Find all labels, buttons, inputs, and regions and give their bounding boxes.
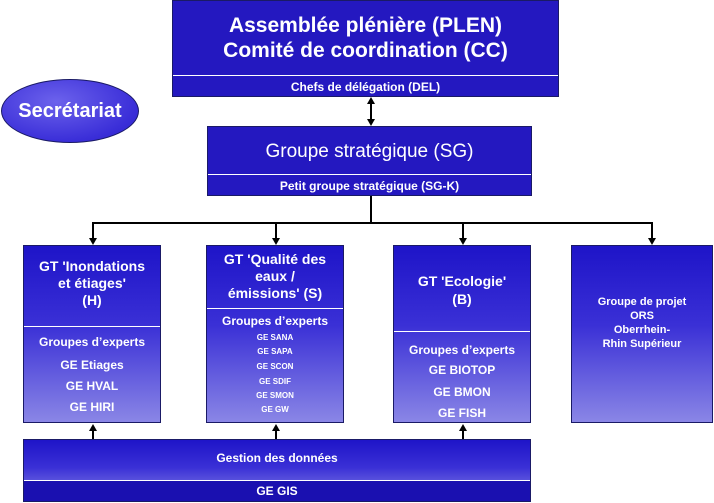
horizontal-bus (92, 222, 653, 224)
gt-b-experts-label: Groupes d’experts (408, 343, 516, 357)
gt-h-item: GE HIRI (69, 400, 115, 414)
arrow-up-icon (459, 424, 467, 431)
gt-s-item: GE SMON (256, 391, 294, 400)
plenary-title: Assemblée plénière (PLEN) (228, 14, 503, 37)
gt-s-item: GE GW (261, 405, 289, 414)
coordination-committee-title: Comité de coordination (CC) (223, 39, 508, 62)
plenary-assembly-box: Assemblée plénière (PLEN) Comité de coor… (172, 0, 559, 97)
ors-line: ORS (630, 310, 654, 322)
gt-b-item: GE FISH (437, 406, 486, 420)
gt-h-item: GE Etiages (60, 358, 124, 372)
arrow-up-icon (272, 424, 280, 431)
gt-b-item: GE BMON (433, 385, 491, 399)
project-group-ors-box: Groupe de projet ORS Oberrhein- Rhin Sup… (571, 245, 713, 423)
ors-line: Rhin Supérieur (602, 338, 682, 350)
gt-s-item: GE SAPA (257, 347, 293, 356)
arrow-down-icon (272, 238, 280, 245)
ge-gis-label: GE GIS (256, 484, 298, 498)
gt-h-item: GE HVAL (65, 379, 119, 393)
arrow-down-icon (367, 119, 375, 126)
gt-b-item: GE BIOTOP (428, 363, 496, 377)
arrow-up-icon (89, 424, 97, 431)
secretariat-ellipse: Secrétariat (1, 79, 139, 143)
data-management-title: Gestion des données (216, 451, 338, 465)
heads-of-delegation-label: Chefs de délégation (DEL) (290, 80, 441, 94)
small-strategic-group-label: Petit groupe stratégique (SG-K) (279, 179, 460, 193)
gt-s-title-line3: émissions' (S) (227, 285, 323, 301)
data-management-box: Gestion des données GE GIS (23, 439, 531, 502)
working-group-s-box: GT 'Qualité des eaux / émissions' (S) Gr… (206, 245, 344, 423)
plen-sg-connector (370, 103, 372, 120)
secretariat-label: Secrétariat (18, 99, 122, 122)
gt-s-title-line2: eaux / (255, 268, 295, 284)
arrow-up-icon (367, 97, 375, 104)
gt-h-experts-label: Groupes d’experts (38, 335, 146, 349)
ors-line: Oberrhein- (613, 324, 671, 336)
gt-s-item: GE SDIF (258, 377, 291, 386)
ors-line: Groupe de projet (597, 296, 687, 308)
arrow-down-icon (459, 238, 467, 245)
gt-b-title-line2: (B) (452, 291, 472, 307)
gt-s-experts-label: Groupes d’experts (221, 314, 329, 328)
working-group-h-box: GT 'Inondations et étiages' (H) Groupes … (23, 245, 161, 423)
sg-bus-connector (370, 196, 372, 224)
gt-s-title-line1: GT 'Qualité des (223, 251, 327, 267)
arrow-down-icon (89, 238, 97, 245)
arrow-down-icon (648, 238, 656, 245)
gt-h-title-line2: et étiages' (58, 275, 126, 291)
gt-b-title-line1: GT 'Ecologie' (417, 273, 507, 289)
gt-s-item: GE SANA (256, 333, 294, 342)
working-group-b-box: GT 'Ecologie' (B) Groupes d’experts GE B… (393, 245, 531, 423)
gt-s-item: GE SCON (256, 362, 294, 371)
strategic-group-title: Groupe stratégique (SG) (265, 141, 474, 162)
gt-h-title-line3: (H) (82, 292, 102, 308)
strategic-group-box: Groupe stratégique (SG) Petit groupe str… (207, 126, 532, 196)
gt-h-title-line1: GT 'Inondations (39, 258, 145, 274)
